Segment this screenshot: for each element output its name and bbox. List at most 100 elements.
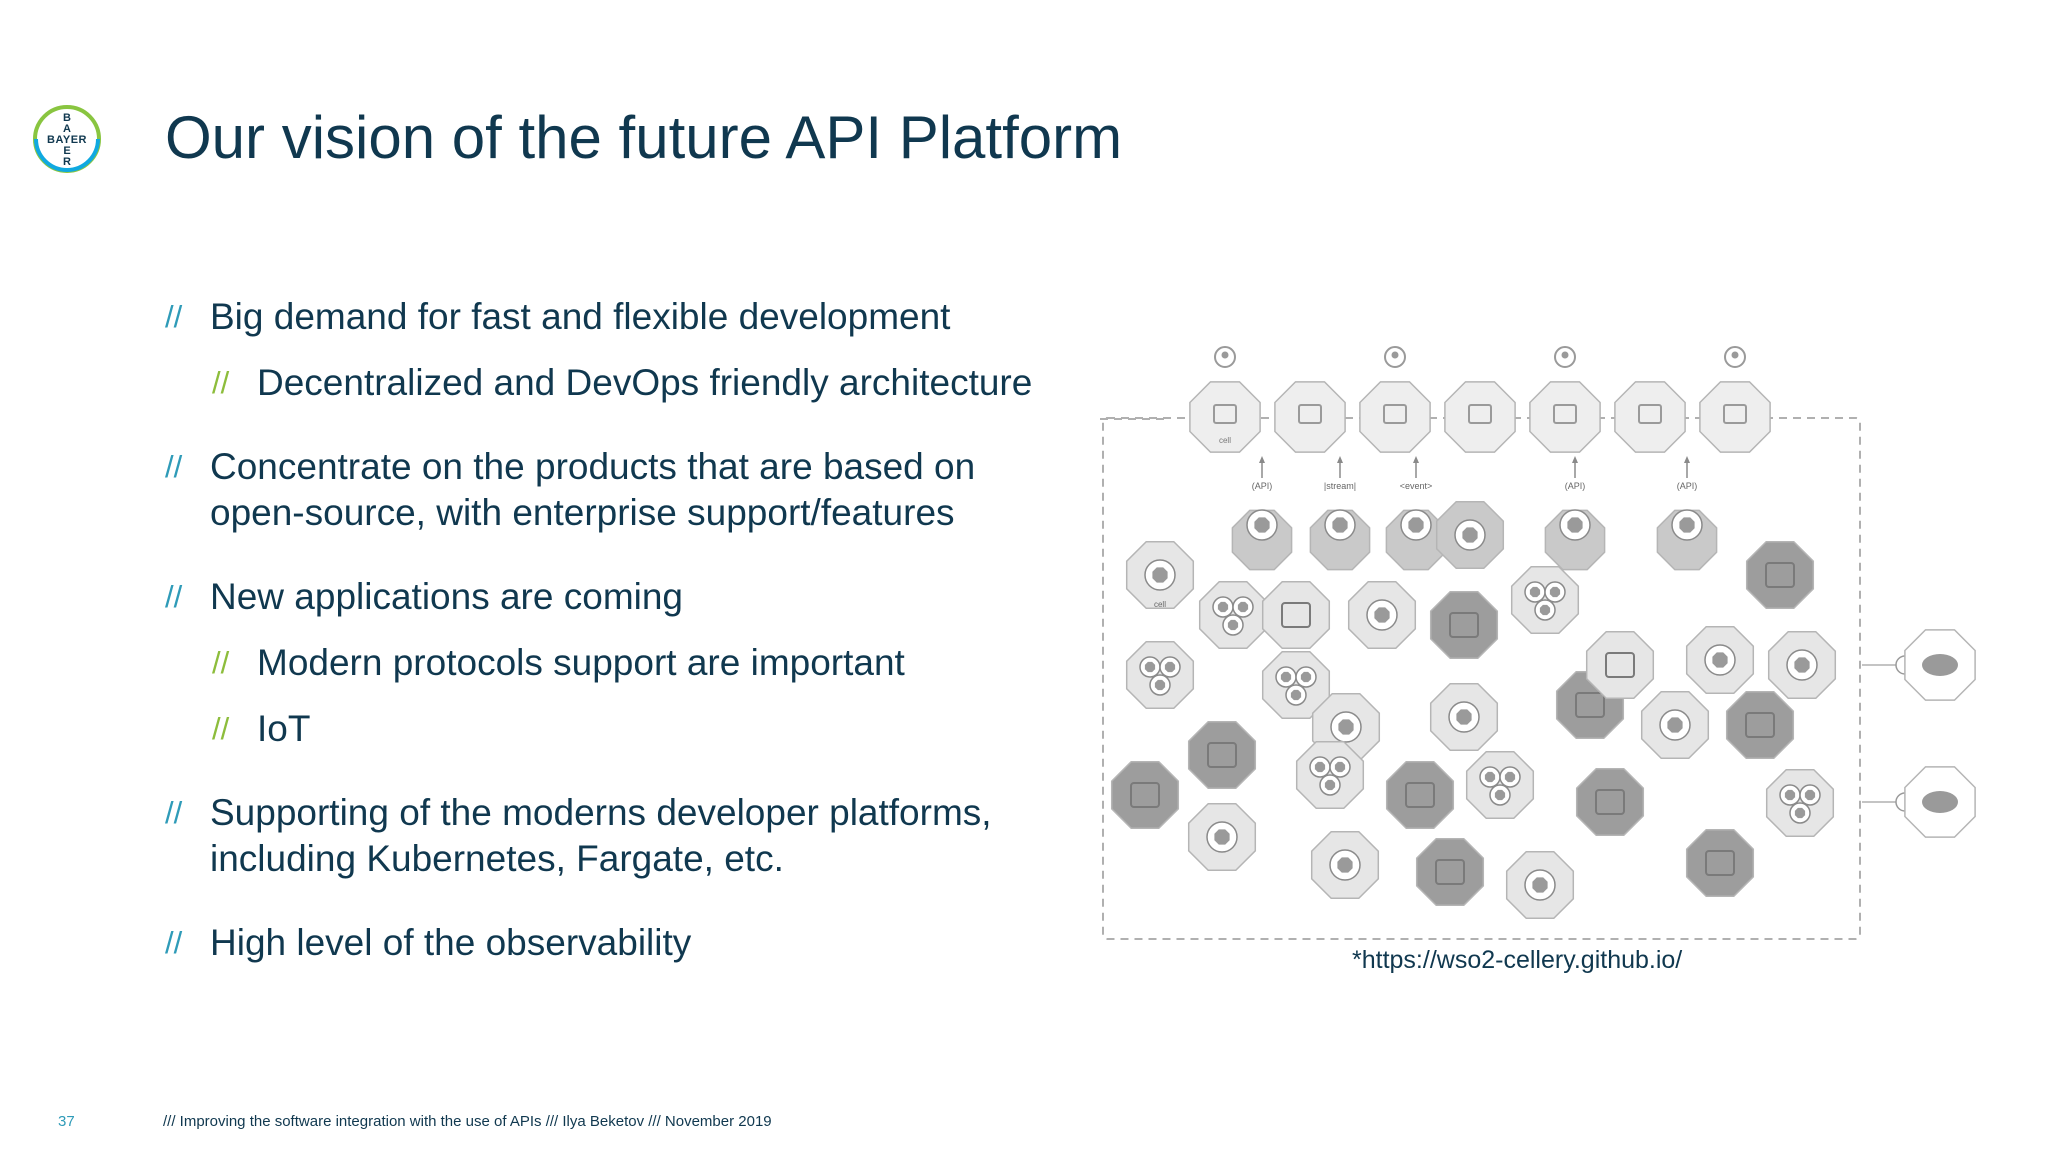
cell-node <box>1187 720 1257 790</box>
monitor-icon <box>1723 404 1747 424</box>
gateway-label: (API) <box>1565 481 1586 491</box>
bullet-marker: // <box>165 795 183 830</box>
channel-node <box>1189 381 1261 453</box>
bullet-marker: // <box>212 711 230 746</box>
cube-icon <box>1549 586 1561 598</box>
cube-icon <box>1324 779 1336 791</box>
cloud-icon <box>1922 791 1958 813</box>
document-cloud-icon <box>1922 654 1958 676</box>
cell-node <box>1429 590 1499 660</box>
channel-node <box>1529 381 1601 453</box>
bullet-text: IoT <box>257 708 311 749</box>
page-number: 37 <box>58 1113 75 1130</box>
channel-cell-label: cell <box>1219 436 1231 445</box>
cube-icon <box>1712 652 1728 668</box>
service-icon <box>1605 652 1635 678</box>
bullet-marker: // <box>165 299 183 334</box>
cube-icon <box>1334 761 1346 773</box>
user-head <box>1731 351 1739 359</box>
cellery-architecture-diagram: cell(API)|stream|<event>(API)(API)cell <box>1100 346 1976 940</box>
bullet-text: Concentrate on the products that are bas… <box>210 446 976 487</box>
service-icon <box>1745 712 1775 738</box>
cell-node <box>1585 630 1655 700</box>
bullet-marker: // <box>165 925 183 960</box>
svg-text:B: B <box>63 112 71 124</box>
bullet-text: Big demand for fast and flexible develop… <box>210 296 951 337</box>
cube-icon <box>1332 517 1348 533</box>
cell-node <box>1745 540 1815 610</box>
page-title: Our vision of the future API Platform <box>165 104 1123 171</box>
bullet-text: including Kubernetes, Fargate, etc. <box>210 838 784 879</box>
cube-icon <box>1227 619 1239 631</box>
cube-icon <box>1794 657 1810 673</box>
arrow-head <box>1259 456 1265 463</box>
car-icon <box>1468 404 1492 424</box>
cube-icon <box>1679 517 1695 533</box>
cube-icon <box>1667 717 1683 733</box>
cube-icon <box>1237 601 1249 613</box>
cube-icon <box>1804 789 1816 801</box>
cart-icon <box>1383 404 1407 424</box>
bullet-text: New applications are coming <box>210 576 684 617</box>
bullet-text: High level of the observability <box>210 922 692 963</box>
cell-node <box>1725 690 1795 760</box>
service-icon <box>1435 859 1465 885</box>
tablet-icon <box>1298 404 1322 424</box>
cell-node <box>1685 828 1755 898</box>
svg-text:R: R <box>63 156 71 168</box>
service-icon <box>1207 742 1237 768</box>
gateway-label: <event> <box>1400 481 1433 491</box>
arrow-head <box>1572 456 1578 463</box>
service-icon <box>1595 789 1625 815</box>
source-note: *https://wso2-cellery.github.io/ <box>1352 946 1683 974</box>
cube-icon <box>1338 719 1354 735</box>
channel-node <box>1699 381 1771 453</box>
channel-node <box>1444 381 1516 453</box>
cube-icon <box>1300 671 1312 683</box>
grid-icon <box>1638 404 1662 424</box>
cube-icon <box>1217 601 1229 613</box>
service-icon <box>1575 692 1605 718</box>
cube-icon <box>1337 857 1353 873</box>
cube-icon <box>1164 661 1176 673</box>
footer-text: /// Improving the software integration w… <box>163 1113 772 1130</box>
bullet-text: open-source, with enterprise support/fea… <box>210 492 955 533</box>
bullet-text: Decentralized and DevOps friendly archit… <box>257 362 1033 403</box>
cube-icon <box>1462 527 1478 543</box>
user-head <box>1221 351 1229 359</box>
cube-icon <box>1152 567 1168 583</box>
cube-icon <box>1154 679 1166 691</box>
cube-icon <box>1280 671 1292 683</box>
bullet-marker: // <box>165 449 183 484</box>
channel-node <box>1614 381 1686 453</box>
service-icon <box>1405 782 1435 808</box>
cube-icon <box>1567 517 1583 533</box>
user-head <box>1561 351 1569 359</box>
cube-icon <box>1529 586 1541 598</box>
bayer-logo: B A BAYER E R <box>33 105 101 173</box>
cube-icon <box>1144 661 1156 673</box>
cube-icon <box>1214 829 1230 845</box>
arrow-head <box>1684 456 1690 463</box>
cube-icon <box>1254 517 1270 533</box>
bullet-marker: // <box>212 645 230 680</box>
channel-node <box>1359 381 1431 453</box>
svg-text:A: A <box>63 123 71 135</box>
service-icon <box>1281 602 1311 628</box>
bullet-text: Supporting of the moderns developer plat… <box>210 792 992 833</box>
gateway-label: (API) <box>1677 481 1698 491</box>
service-icon <box>1765 562 1795 588</box>
cube-icon <box>1456 709 1472 725</box>
cube-icon <box>1794 807 1806 819</box>
cube-icon <box>1784 789 1796 801</box>
arrow-head <box>1413 456 1419 463</box>
cube-icon <box>1484 771 1496 783</box>
cell-label: cell <box>1154 600 1166 609</box>
cube-icon <box>1314 761 1326 773</box>
svg-text:E: E <box>63 145 70 157</box>
service-icon <box>1449 612 1479 638</box>
bullet-marker: // <box>212 365 230 400</box>
cube-icon <box>1532 877 1548 893</box>
cube-icon <box>1504 771 1516 783</box>
user-head <box>1391 351 1399 359</box>
